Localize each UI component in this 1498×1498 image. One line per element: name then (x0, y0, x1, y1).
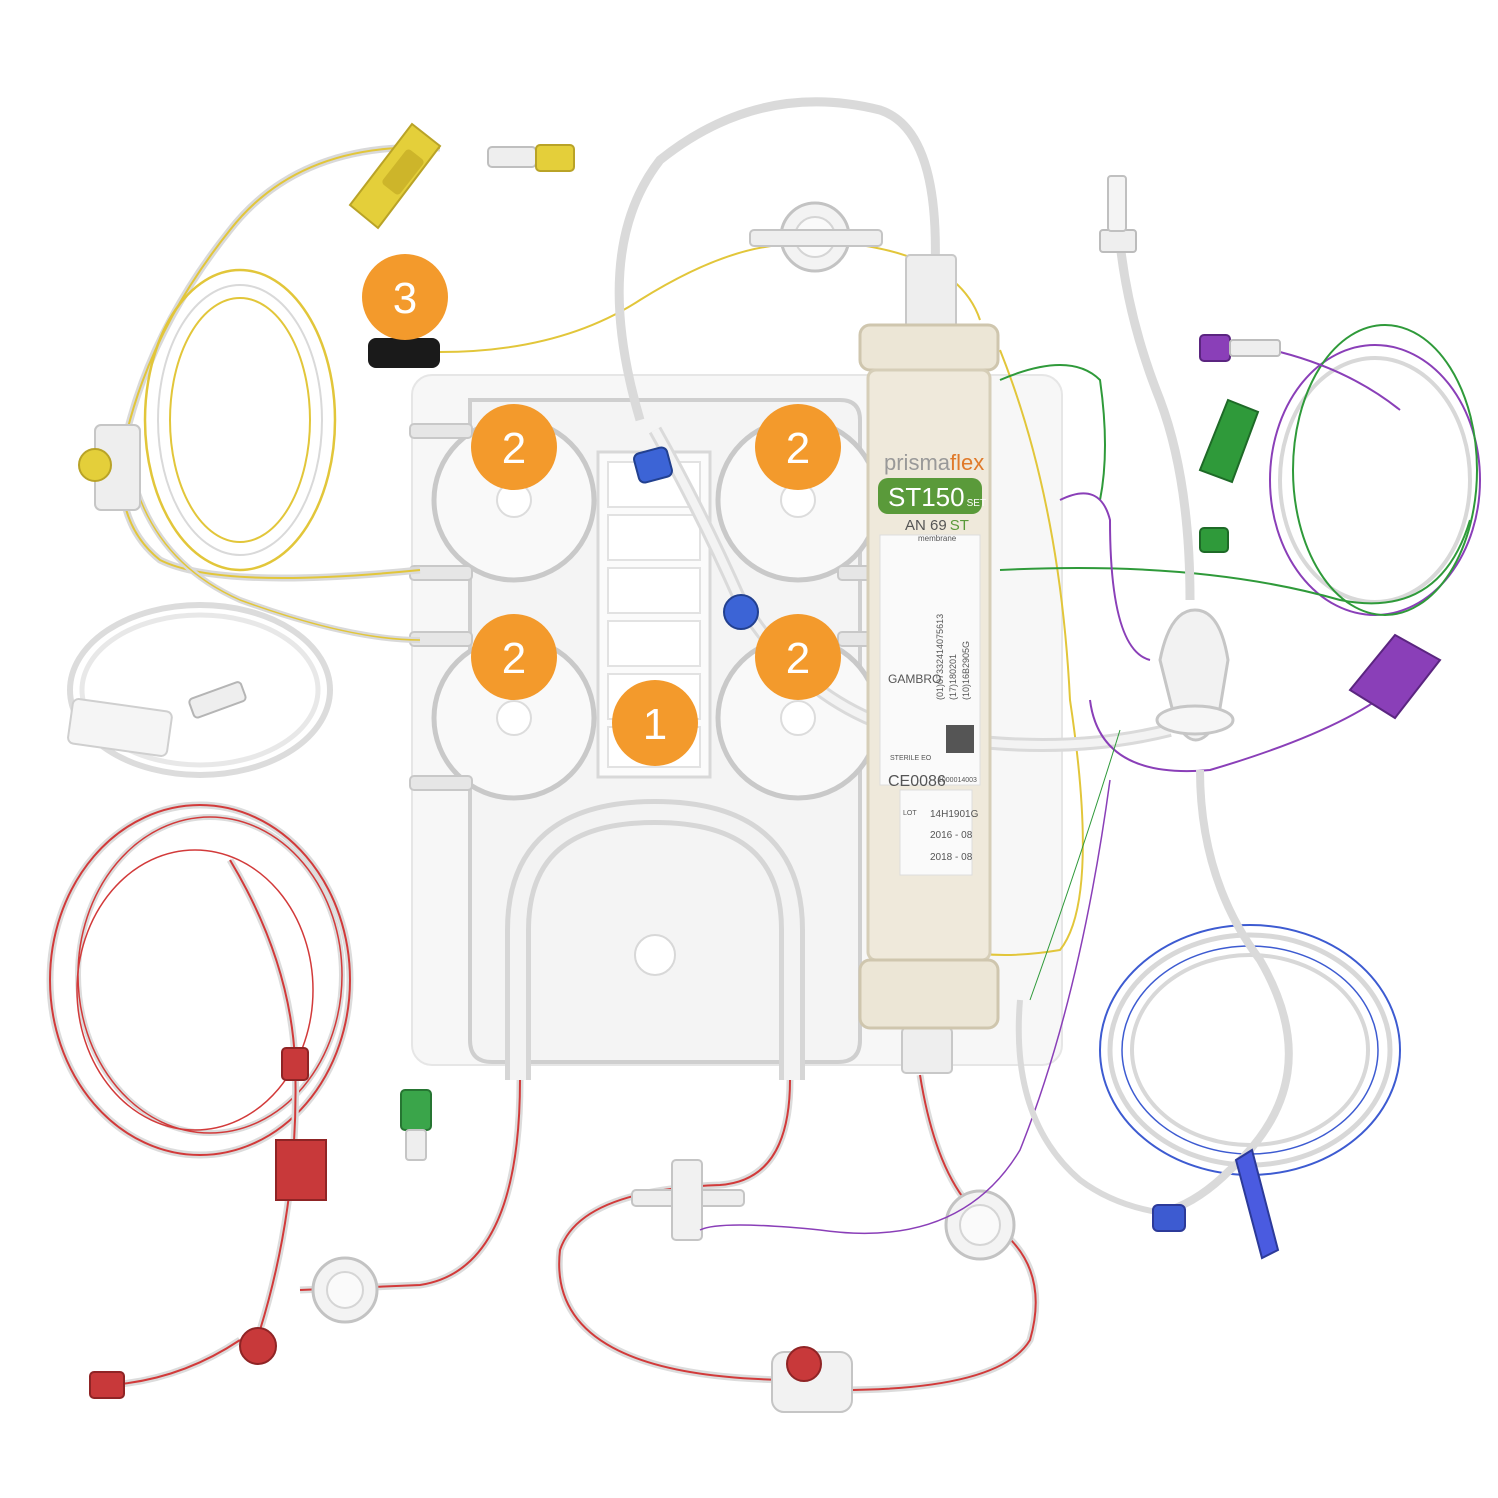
barcode-text-3: (10)16B2905G (961, 641, 971, 700)
membrane-word: membrane (918, 534, 957, 543)
filter-cartridge (858, 254, 1000, 1074)
marker-1-label: 1 (643, 700, 667, 749)
yellow-clamp (348, 122, 442, 230)
marker-3-label: 3 (393, 274, 417, 323)
yellow-luer-cap (487, 144, 575, 172)
marker-2-label: 2 (502, 424, 526, 473)
svg-text:prismaflex: prismaflex (884, 450, 984, 475)
blue-clamp-right (1152, 1148, 1280, 1260)
clear-clamp (67, 681, 247, 757)
expiry-date: 2018 - 08 (930, 852, 973, 863)
marker-2-label: 2 (502, 634, 526, 683)
model-name: ST150 (888, 482, 965, 512)
red-line-set (46, 801, 1040, 1394)
marker-2-bottom-left: 2 (471, 614, 557, 700)
green-connector-left (400, 1089, 432, 1161)
green-clamp-right (1198, 398, 1260, 553)
purple-clamps (1199, 334, 1442, 720)
marker-2-top-right: 2 (755, 404, 841, 490)
marker-3: 3 (362, 254, 448, 340)
ce-mark: CE0086 (888, 773, 946, 790)
brand-suffix: flex (950, 450, 984, 475)
model-suffix: SET (967, 498, 986, 509)
red-connectors (89, 1047, 853, 1413)
yellow-pressure-pod (78, 424, 141, 511)
qr-code (946, 725, 974, 753)
lot-label: LOT (903, 810, 917, 817)
lot-number: 14H1901G (930, 809, 979, 820)
black-sleeve (368, 338, 440, 368)
membrane-type: AN 69 (905, 517, 947, 534)
barcode-text-1: (01)07332414075613 (935, 614, 945, 700)
manufacture-date: 2016 - 08 (930, 830, 973, 841)
marker-2-label: 2 (786, 634, 810, 683)
serial-number: 1000014003 (938, 777, 977, 784)
barcode-text-2: (17)180201 (948, 654, 958, 700)
manufacturer: GAMBRO (888, 672, 941, 686)
membrane-suffix: ST (950, 517, 969, 534)
marker-2-top-left: 2 (471, 404, 557, 490)
sterile-mark: STERILE EO (890, 755, 932, 762)
right-drip-chamber (1099, 175, 1235, 742)
clear-line-set (67, 602, 333, 778)
arch-tube (614, 97, 940, 422)
marker-2-label: 2 (786, 424, 810, 473)
marker-2-bottom-right: 2 (755, 614, 841, 700)
brand-prefix: prisma (884, 450, 951, 475)
blue-line-set (1015, 769, 1401, 1218)
blue-connectors-cassette (633, 446, 759, 630)
marker-1: 1 (612, 680, 698, 766)
clear-pods (311, 201, 1016, 1324)
